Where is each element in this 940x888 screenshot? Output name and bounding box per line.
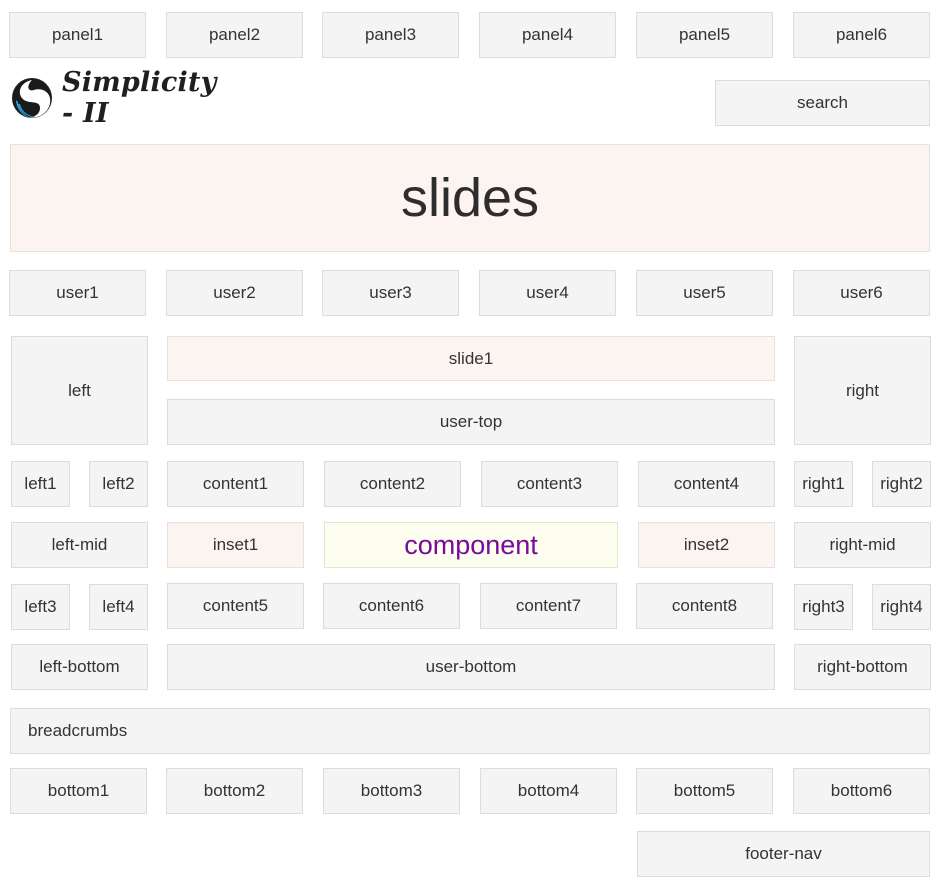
bottom6: bottom6 <box>793 768 930 814</box>
breadcrumbs[interactable]: breadcrumbs <box>10 708 930 754</box>
user4: user4 <box>479 270 616 316</box>
left4: left4 <box>89 584 148 630</box>
right3: right3 <box>794 584 853 630</box>
content8: content8 <box>636 583 773 629</box>
panel4: panel4 <box>479 12 616 58</box>
content6: content6 <box>323 583 460 629</box>
footer-nav[interactable]: footer-nav <box>637 831 930 877</box>
bottom4: bottom4 <box>480 768 617 814</box>
left1: left1 <box>11 461 70 507</box>
user-bottom: user-bottom <box>167 644 775 690</box>
bottom2: bottom2 <box>166 768 303 814</box>
user-top: user-top <box>167 399 775 445</box>
bottom1: bottom1 <box>10 768 147 814</box>
content2: content2 <box>324 461 461 507</box>
component-area: component <box>324 522 618 568</box>
panel1: panel1 <box>9 12 146 58</box>
bottom3: bottom3 <box>323 768 460 814</box>
left-bottom: left-bottom <box>11 644 148 690</box>
right2: right2 <box>872 461 931 507</box>
user1: user1 <box>9 270 146 316</box>
right1: right1 <box>794 461 853 507</box>
content3: content3 <box>481 461 618 507</box>
search-box[interactable]: search <box>715 80 930 126</box>
left-column: left <box>11 336 148 445</box>
user5: user5 <box>636 270 773 316</box>
content5: content5 <box>167 583 304 629</box>
content4: content4 <box>638 461 775 507</box>
inset2: inset2 <box>638 522 775 568</box>
right-mid: right-mid <box>794 522 931 568</box>
right4: right4 <box>872 584 931 630</box>
left2: left2 <box>89 461 148 507</box>
left3: left3 <box>11 584 70 630</box>
panel6: panel6 <box>793 12 930 58</box>
site-logo[interactable]: Simplicity - II <box>10 67 230 129</box>
panel3: panel3 <box>322 12 459 58</box>
content1: content1 <box>167 461 304 507</box>
content7: content7 <box>480 583 617 629</box>
swirl-logo-icon <box>10 76 54 120</box>
logo-text: Simplicity - II <box>62 67 217 129</box>
right-bottom: right-bottom <box>794 644 931 690</box>
inset1: inset1 <box>167 522 304 568</box>
slides-area: slides <box>10 144 930 252</box>
left-mid: left-mid <box>11 522 148 568</box>
user2: user2 <box>166 270 303 316</box>
user3: user3 <box>322 270 459 316</box>
panel2: panel2 <box>166 12 303 58</box>
right-column: right <box>794 336 931 445</box>
slide1: slide1 <box>167 336 775 381</box>
bottom5: bottom5 <box>636 768 773 814</box>
user6: user6 <box>793 270 930 316</box>
panel5: panel5 <box>636 12 773 58</box>
